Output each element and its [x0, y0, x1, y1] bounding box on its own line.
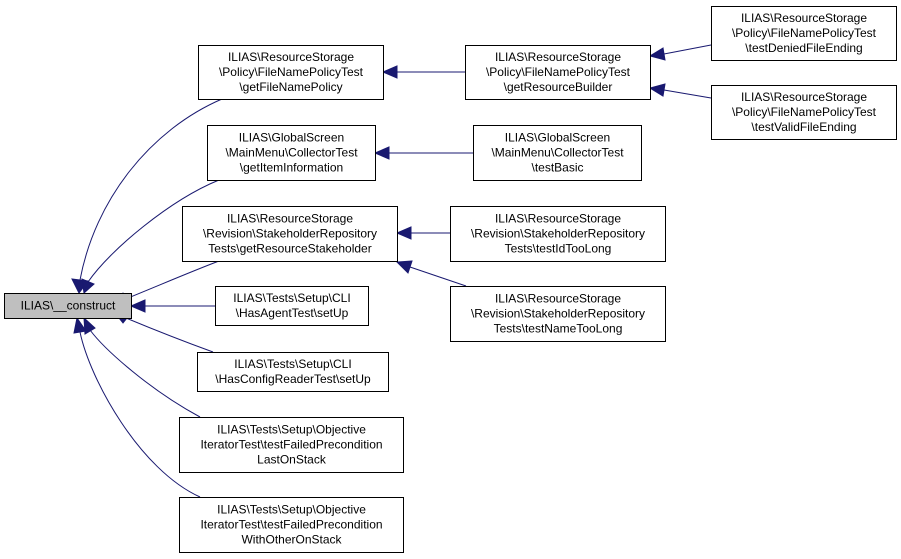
edge-n9-n7	[395, 260, 467, 287]
node-label-line: \MainMenu\CollectorTest	[225, 146, 358, 160]
arrowhead-icon	[395, 260, 413, 274]
node-box	[179, 417, 404, 473]
node-label-line: \testBasic	[531, 161, 583, 175]
function-node[interactable]: ILIAS\ResourceStorage\Policy\FileNamePol…	[711, 85, 897, 140]
function-node[interactable]: ILIAS\Tests\Setup\ObjectiveIteratorTest\…	[179, 497, 404, 553]
edge-n5-n0	[81, 179, 220, 294]
node-label-line: ILIAS\__construct	[21, 299, 116, 313]
function-node[interactable]: ILIAS\ResourceStorage\Policy\FileNamePol…	[711, 6, 897, 61]
node-label-line: ILIAS\GlobalScreen	[239, 131, 344, 145]
node-box	[207, 125, 376, 181]
node-label-line: \Policy\FileNamePolicyTest	[486, 65, 631, 79]
node-label-line: \getResourceBuilder	[504, 80, 613, 94]
node-box	[465, 45, 651, 100]
node-label-line: IteratorTest\testFailedPrecondition	[200, 518, 382, 532]
edge-line	[663, 89, 712, 99]
node-label-line: \HasAgentTest\setUp	[236, 306, 349, 320]
edge-n3-n2	[648, 44, 712, 61]
arrowhead-icon	[381, 65, 398, 79]
function-node[interactable]: ILIAS\ResourceStorage\Revision\Stakehold…	[182, 206, 398, 262]
arrowhead-icon	[648, 47, 666, 61]
node-label-line: \Revision\StakeholderRepository	[203, 227, 377, 241]
node-label-line: \MainMenu\CollectorTest	[491, 146, 624, 160]
arrowhead-icon	[648, 83, 666, 97]
edge-n13-n0	[73, 316, 201, 498]
arrowhead-icon	[129, 299, 146, 313]
arrowhead-icon	[395, 226, 412, 240]
node-label-line: ILIAS\Tests\Setup\Objective	[217, 423, 366, 437]
node-label-line: ILIAS\ResourceStorage	[741, 11, 867, 25]
arrowhead-icon	[81, 278, 95, 294]
root-node[interactable]: ILIAS\__construct	[4, 293, 132, 319]
node-label-line: LastOnStack	[257, 453, 327, 467]
arrowhead-icon	[73, 316, 87, 334]
node-label-line: \Revision\StakeholderRepository	[471, 307, 645, 321]
node-label-line: ILIAS\ResourceStorage	[228, 50, 354, 64]
node-label-line: Tests\testIdTooLong	[505, 242, 612, 256]
node-box	[711, 85, 897, 140]
edge-line	[89, 329, 201, 418]
node-label-line: \testDeniedFileEnding	[745, 41, 862, 55]
node-label-line: ILIAS\ResourceStorage	[495, 292, 621, 306]
node-label-line: \getFileNamePolicy	[239, 80, 342, 94]
node-box	[182, 206, 398, 262]
arrowhead-icon	[373, 146, 390, 160]
function-node[interactable]: ILIAS\Tests\Setup\CLI\HasAgentTest\setUp	[215, 286, 369, 326]
edge-n12-n0	[83, 316, 201, 418]
node-box	[198, 45, 384, 100]
function-node[interactable]: ILIAS\ResourceStorage\Policy\FileNamePol…	[198, 45, 384, 100]
node-label-line: \Revision\StakeholderRepository	[471, 227, 645, 241]
edge-line	[663, 44, 712, 55]
node-label-line: ILIAS\Tests\Setup\CLI	[233, 291, 350, 305]
edge-line	[125, 317, 214, 353]
arrowhead-icon	[83, 316, 96, 335]
node-label-line: ILIAS\ResourceStorage	[495, 50, 621, 64]
edge-n2-n1	[381, 65, 465, 79]
edge-line	[87, 179, 220, 283]
node-label-line: Tests\testNameTooLong	[494, 322, 623, 336]
edge-line	[79, 98, 223, 281]
node-box	[450, 206, 666, 262]
function-node[interactable]: ILIAS\ResourceStorage\Policy\FileNamePol…	[465, 45, 651, 100]
node-label-line: ILIAS\Tests\Setup\Objective	[217, 503, 366, 517]
node-label-line: Tests\getResourceStakeholder	[208, 242, 371, 256]
edge-line	[409, 266, 467, 287]
node-label-line: WithOtherOnStack	[241, 533, 342, 547]
node-label-line: ILIAS\ResourceStorage	[227, 212, 353, 226]
node-label-line: \HasConfigReaderTest\setUp	[215, 372, 371, 386]
edge-n10-n0	[129, 299, 215, 313]
function-node[interactable]: ILIAS\GlobalScreen\MainMenu\CollectorTes…	[473, 125, 642, 181]
function-node[interactable]: ILIAS\ResourceStorage\Revision\Stakehold…	[450, 206, 666, 262]
edge-n1-n0	[71, 98, 223, 294]
node-box	[4, 293, 132, 319]
node-label-line: ILIAS\ResourceStorage	[495, 212, 621, 226]
node-box	[197, 352, 389, 392]
node-box	[450, 286, 666, 342]
node-label-line: IteratorTest\testFailedPrecondition	[200, 438, 382, 452]
function-node[interactable]: ILIAS\GlobalScreen\MainMenu\CollectorTes…	[207, 125, 376, 181]
node-box	[215, 286, 369, 326]
node-label-line: \Policy\FileNamePolicyTest	[732, 26, 877, 40]
edge-line	[79, 331, 201, 498]
node-label-line: ILIAS\GlobalScreen	[505, 131, 610, 145]
edge-n6-n5	[373, 146, 473, 160]
node-label-line: \getItemInformation	[240, 161, 343, 175]
edge-n8-n7	[395, 226, 450, 240]
edge-line	[127, 260, 220, 299]
function-node[interactable]: ILIAS\ResourceStorage\Revision\Stakehold…	[450, 286, 666, 342]
function-node[interactable]: ILIAS\Tests\Setup\ObjectiveIteratorTest\…	[179, 417, 404, 473]
node-label-line: \Policy\FileNamePolicyTest	[219, 65, 364, 79]
node-label-line: ILIAS\Tests\Setup\CLI	[234, 357, 351, 371]
node-label-line: \Policy\FileNamePolicyTest	[732, 105, 877, 119]
node-box	[179, 497, 404, 553]
function-node[interactable]: ILIAS\Tests\Setup\CLI\HasConfigReaderTes…	[197, 352, 389, 392]
node-label-line: \testValidFileEnding	[751, 120, 856, 134]
node-box	[473, 125, 642, 181]
node-box	[711, 6, 897, 61]
edge-n4-n2	[648, 83, 712, 99]
node-label-line: ILIAS\ResourceStorage	[741, 90, 867, 104]
nodes-layer: ILIAS\__constructILIAS\ResourceStorage\P…	[4, 6, 897, 553]
